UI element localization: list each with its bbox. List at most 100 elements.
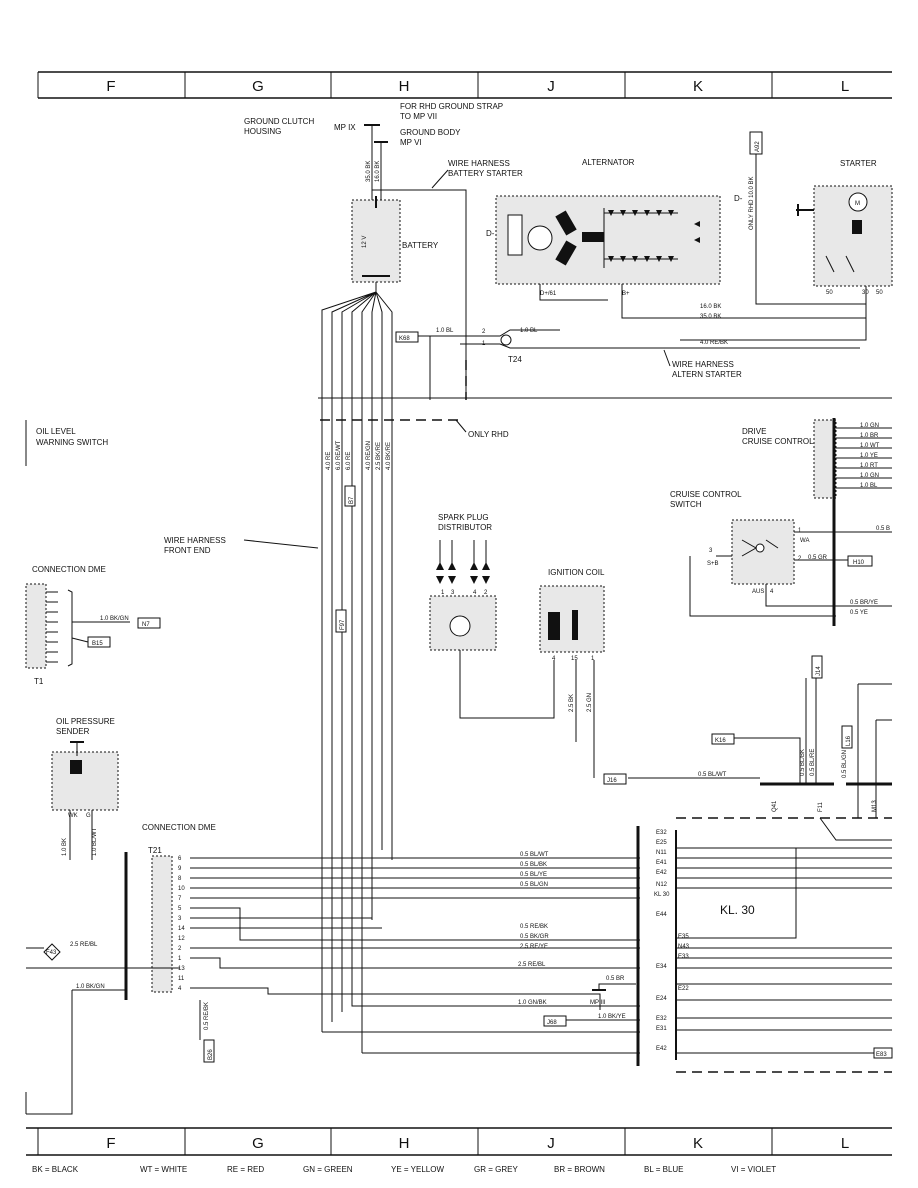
- cruise-wire-7: 1.0 BL: [860, 483, 878, 489]
- wire-harness-front-label-1: WIRE HARNESS: [164, 536, 226, 545]
- l16-label: L16: [846, 735, 852, 746]
- legend-wt: WT = WHITE: [140, 1165, 187, 1174]
- kl30-label: KL. 30: [720, 903, 755, 917]
- j14-label: J14: [816, 666, 822, 676]
- grid-col-bottom-g: G: [252, 1135, 264, 1152]
- j68-label: J68: [547, 1020, 557, 1026]
- bus-pin-n11: N11: [656, 850, 667, 856]
- coil-pin-15: 15: [571, 656, 578, 662]
- e83-label: E83: [876, 1052, 887, 1058]
- bundle-wire-3: 6.0 RE: [346, 452, 352, 470]
- ground-body-label-1: GROUND BODY: [400, 128, 461, 137]
- legend-re: RE = RED: [227, 1165, 264, 1174]
- bus-wire-n11: 0.5 BL/WT: [520, 852, 549, 858]
- t21-pin-3: 3: [178, 916, 182, 922]
- grid-strip-top: F G H J K L: [37, 71, 892, 99]
- bus-wire-n12: 0.5 BL/GN: [520, 882, 548, 888]
- wire-05br: 0.5 BR: [606, 976, 625, 982]
- connection-dme-top-label: CONNECTION DME: [32, 565, 106, 574]
- bus-wire-n43: 0.5 BK/GR: [520, 934, 549, 940]
- color-legend: BK = BLACK WT = WHITE RE = RED GN = GREE…: [32, 1165, 776, 1174]
- drive-cruise-control: DRIVE CRUISE CONTROL 1.0 GN 1.0 BR 1.0 W…: [742, 419, 892, 499]
- m13-label: M13: [872, 800, 878, 812]
- bus-pin-e32: E32: [656, 830, 667, 836]
- bus-pin-e32b: E32: [656, 1016, 667, 1022]
- ignition-coil-label: IGNITION COIL: [548, 568, 605, 577]
- coil-pin-4: 4: [552, 656, 556, 662]
- legend-vi: VI = VIOLET: [731, 1165, 776, 1174]
- oil-level-label-2: WARNING SWITCH: [36, 438, 108, 447]
- dist-pin-3: 3: [451, 590, 455, 596]
- legend-br: BR = BROWN: [554, 1165, 605, 1174]
- bus-pin-kl30: KL 30: [654, 892, 670, 898]
- starter: STARTER M 50 30 50: [680, 159, 893, 341]
- t21-pin-7: 7: [178, 896, 182, 902]
- wire-05blbk: 0.5 BL/BK: [800, 749, 806, 776]
- grid-col-bottom-f: F: [106, 1135, 115, 1152]
- wire-05rebk-v: 0.5 RE/BK: [204, 1002, 210, 1030]
- t21-pin-4: 4: [178, 986, 182, 992]
- bus-pin-n12: N12: [656, 882, 668, 888]
- wire-10blwt: 1.0 BL/WT: [92, 827, 98, 856]
- alternator-d-minus-right: D-: [734, 194, 743, 203]
- cruise-pin-2: 2: [798, 556, 802, 562]
- t21-pin-12: 12: [178, 936, 185, 942]
- cruise-pin-3: 3: [709, 548, 713, 554]
- wire-05b: 0.5 B: [876, 526, 890, 532]
- cruise-wire-5: 1.0 RT: [860, 463, 878, 469]
- legend-gr: GR = GREY: [474, 1165, 518, 1174]
- bus-pin-e35: E35: [678, 934, 689, 940]
- cruise-wire-4: 1.0 YE: [860, 453, 878, 459]
- bus-pin-e25: E25: [656, 840, 667, 846]
- battery-label: BATTERY: [402, 241, 439, 250]
- main-bus: 0.5 BL/WT 0.5 BL/BK 0.5 BL/YE 0.5 BL/GN …: [520, 826, 893, 1073]
- dist-pin-1: 1: [441, 590, 445, 596]
- bus-pin-e42b: E42: [656, 1046, 667, 1052]
- t21-pin-5: 5: [178, 906, 182, 912]
- f97-label: F97: [340, 619, 346, 630]
- starter-t50: 50: [826, 290, 833, 296]
- bus-wire-e33: 2.5 RE/YE: [520, 944, 548, 950]
- wire-35bk-alt: 35.0 BK: [700, 314, 721, 320]
- rectifier-diodes: [603, 208, 700, 268]
- bus-wire-e42: 0.5 BL/YE: [520, 872, 547, 878]
- t21-pin-13: 13: [178, 966, 185, 972]
- drive-cruise-label-1: DRIVE: [742, 427, 766, 436]
- alternator-d-plus: D+/61: [540, 291, 557, 297]
- b26-label: B26: [208, 1049, 214, 1060]
- alternator-b-plus: B+: [622, 291, 630, 297]
- bus-wire-e35: 0.5 RE/BK: [520, 924, 548, 930]
- cruise-wire-2: 1.0 BR: [860, 433, 879, 439]
- bus-pin-e42: E42: [656, 870, 667, 876]
- bundle-wire-4: 4.0 RE/GN: [366, 441, 372, 470]
- grid-col-top-g: G: [252, 78, 264, 95]
- alternator-d-minus: D-: [486, 229, 495, 238]
- wire-10bl-a: 1.0 BL: [436, 328, 454, 334]
- legend-bl: BL = BLUE: [644, 1165, 684, 1174]
- ground-body-label-2: MP VI: [400, 138, 422, 147]
- oil-g: G: [86, 813, 91, 819]
- k16-label: K16: [715, 738, 726, 744]
- wire-25bk: 2.5 BK: [569, 694, 575, 712]
- cruise-control-switch: CRUISE CONTROL SWITCH S+B 3 WA 1 2 AUS 4…: [670, 418, 892, 626]
- n7-label: N7: [142, 622, 150, 628]
- j16-label: J16: [607, 778, 617, 784]
- wire-harness-battery-label-2: BATTERY STARTER: [448, 169, 523, 178]
- legend-bk: BK = BLACK: [32, 1165, 79, 1174]
- grid-col-bottom-l: L: [841, 1135, 849, 1152]
- f43-diamond: [43, 943, 61, 961]
- f11-label: F11: [818, 801, 824, 812]
- cruise-pin-4: 4: [770, 589, 774, 595]
- t21-pin-2: 2: [178, 946, 182, 952]
- t21-pin-8: 8: [178, 876, 182, 882]
- dist-pin-2: 2: [484, 590, 488, 596]
- rhd-strap-label-2: TO MP VII: [400, 112, 437, 121]
- cruise-wire-3: 1.0 WT: [860, 443, 880, 449]
- legend-gn: GN = GREEN: [303, 1165, 353, 1174]
- q41-label: Q41: [772, 800, 778, 812]
- bus-wire-e41: 0.5 BL/BK: [520, 862, 547, 868]
- bundle-wire-1: 4.0 RE: [326, 452, 332, 470]
- alternator-label: ALTERNATOR: [582, 158, 635, 167]
- grid-col-top-f: F: [106, 78, 115, 95]
- t21-pin-1: 1: [178, 956, 182, 962]
